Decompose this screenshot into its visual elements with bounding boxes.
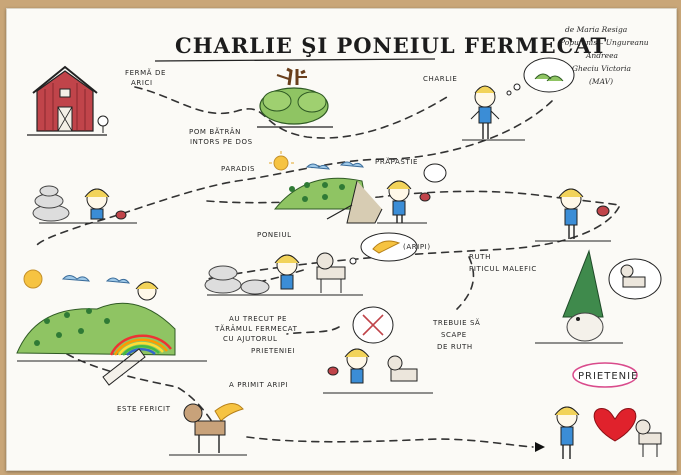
arrow-head-icon <box>535 442 545 452</box>
trebuie-label-3: DE RUTH <box>437 343 473 351</box>
trebuie-label-2: SCAPE <box>441 331 467 339</box>
author-line-3: Andreea <box>585 51 618 60</box>
old-tree-illustration <box>257 67 333 128</box>
wings-thought-bubble <box>349 232 418 265</box>
au-trecut-label-3: CU AJUTORUL <box>223 335 278 343</box>
small-thought-bubble <box>423 163 447 183</box>
author-line-1: de Maria Resiga <box>565 25 627 34</box>
author-line-4: Gheciu Victoria <box>572 64 631 73</box>
thought-bubble-top <box>506 57 575 96</box>
ruth-label-1: RUTH <box>469 253 491 261</box>
page-title: CHARLIE ŞI PONEIUL FERMECAT <box>175 33 607 58</box>
paradis-illustration <box>269 151 383 224</box>
pom-label-1: POM BĂTRÂN <box>189 127 241 136</box>
charlie-character-top <box>462 85 525 141</box>
barn-illustration <box>27 65 109 136</box>
rocks-charlie-left <box>32 185 137 224</box>
au-trecut-label-4: PRIETENIEI <box>251 347 295 355</box>
prietenie-bubble <box>572 362 638 388</box>
trebuie-label-1: TREBUIE SĂ <box>432 318 480 327</box>
charlie-character-right <box>535 188 611 242</box>
au-trecut-label-1: AU TRECUT PE <box>229 315 287 323</box>
drawing-sheet: CHARLIE ŞI PONEIUL FERMECAT de Maria Res… <box>6 8 677 471</box>
winged-pony-illustration <box>169 403 247 456</box>
magic-land-illustration <box>16 269 207 386</box>
story-map-drawing: CHARLIE ŞI PONEIUL FERMECAT de Maria Res… <box>16 25 662 459</box>
ruth-label-2: PITICUL MALEFIC <box>469 265 537 273</box>
authors-block: de Maria Resiga Popufenis – Ungureanu An… <box>559 25 649 86</box>
friendship-illustration <box>554 406 662 459</box>
pom-label-2: INTORS PE DOS <box>190 138 253 146</box>
title-underline <box>154 58 436 62</box>
ferma-label-1: FERMĂ DE <box>125 68 166 77</box>
este-fericit-label: ESTE FERICIT <box>117 405 171 413</box>
author-line-2: Popufenis – Ungureanu <box>559 38 649 47</box>
aripi-label: (ARIPI) <box>403 243 431 251</box>
ferma-label-2: ARICI <box>131 79 153 87</box>
poneiul-label: PONEIUL <box>257 231 292 239</box>
au-trecut-label-2: TĂRÂMUL FERMECAT <box>214 324 298 333</box>
author-line-5: (MAV) <box>589 77 613 86</box>
ruth-gnome-illustration <box>535 249 662 344</box>
poneiul-illustration <box>204 252 363 296</box>
a-primit-label: A PRIMIT ARIPI <box>229 381 288 389</box>
prietenie-label: PRIETENIE <box>578 371 638 382</box>
escape-illustration <box>323 306 433 394</box>
paradis-label: PARADIS <box>221 165 255 173</box>
charlie-label: CHARLIE <box>423 75 457 83</box>
charlie-character-cliff <box>377 180 431 224</box>
prapastie-label: PRĂPASTIE <box>375 157 418 166</box>
